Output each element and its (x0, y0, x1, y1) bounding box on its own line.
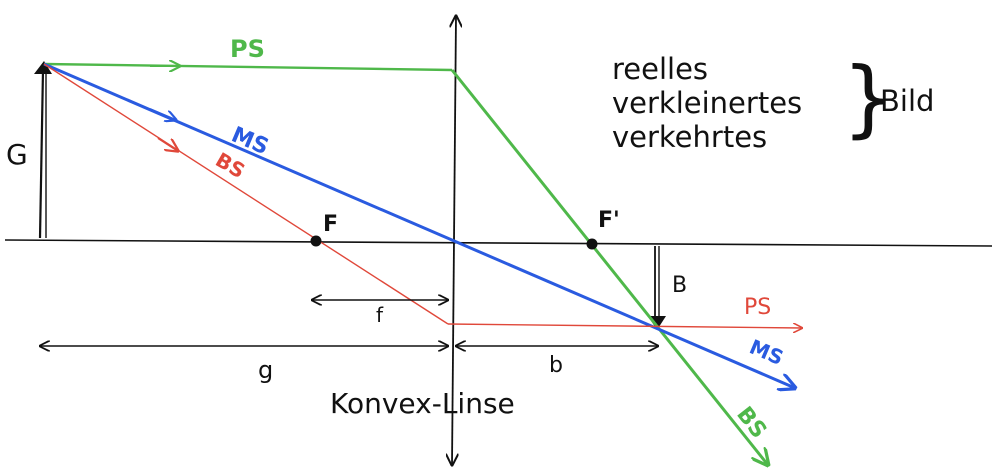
focal-ray-out (447, 324, 802, 328)
central-ray-out-label: MS (746, 335, 787, 370)
description-suffix: Bild (880, 84, 935, 118)
object-arrow (38, 69, 45, 239)
focal-ray-in (43, 63, 449, 325)
focal-length-label: f (376, 303, 384, 327)
focal-point-left (310, 235, 322, 247)
parallel-ray-label: PS (230, 35, 265, 63)
image-distance-label: b (549, 353, 563, 378)
focal-right-label: F' (598, 208, 620, 233)
focal-ray-label: BS (212, 148, 250, 184)
image-description: reelles verkleinertes verkehrtes (612, 52, 802, 154)
parallel-ray-out (450, 69, 768, 465)
description-line-1: reelles (612, 52, 709, 86)
parallel-ray-out-label: PS (744, 295, 771, 320)
brace-icon: } (842, 49, 896, 147)
focal-point-right (586, 238, 598, 250)
focal-left-label: F (323, 212, 338, 237)
focal-ray-out-label: BS (731, 402, 771, 443)
central-ray-arrow (149, 108, 176, 120)
image-label: B (672, 273, 687, 298)
description-line-3: verkehrtes (612, 120, 768, 154)
object-arrow-head (34, 61, 52, 74)
parallel-ray-in (43, 62, 453, 72)
description-line-2: verkleinertes (612, 86, 803, 120)
object-label: G (6, 138, 28, 171)
lens-label: Konvex-Linse (330, 387, 515, 420)
object-distance-label: g (258, 356, 273, 384)
focal-ray-in-arrow (157, 137, 178, 151)
optical-axis (4, 239, 993, 247)
